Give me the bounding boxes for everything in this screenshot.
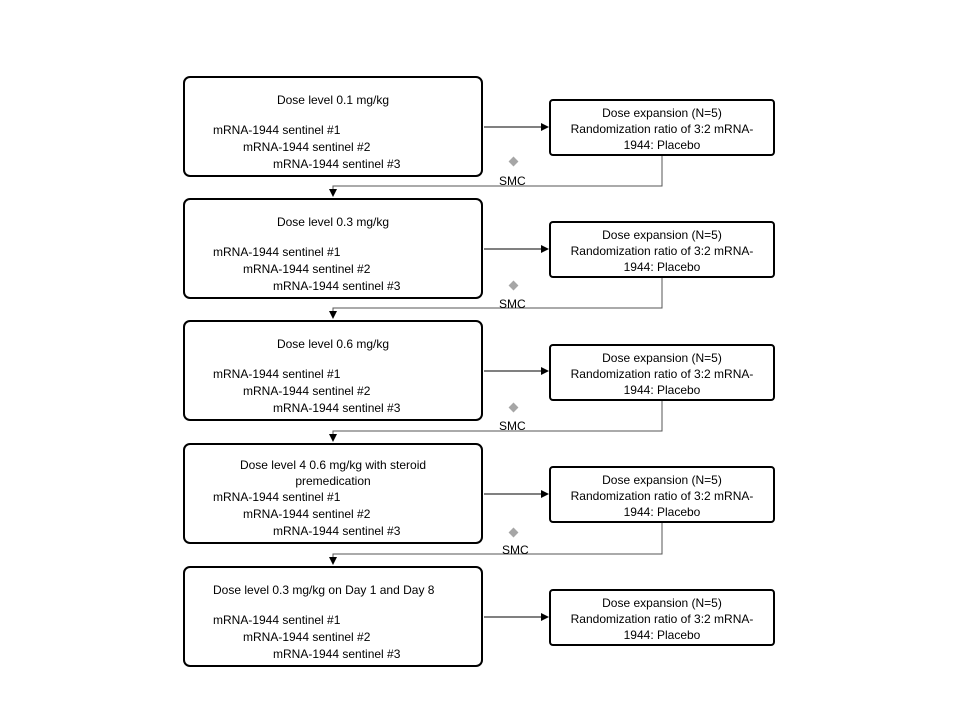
expansion-line-1: Dose expansion (N=5): [602, 351, 722, 365]
sentinel-3-label: mRNA-1944 sentinel #3: [273, 647, 401, 661]
connector-to-stage-5: [329, 523, 663, 565]
expansion-line-3: 1944: Placebo: [623, 260, 701, 274]
connector-to-stage-2: [329, 156, 663, 197]
dose-title-line-1: Dose level 4 0.6 mg/kg with steroid: [239, 458, 427, 472]
expansion-line-3: 1944: Placebo: [623, 628, 701, 642]
expansion-box-stage-3: Dose expansion (N=5) Randomization ratio…: [549, 344, 775, 401]
sentinel-3-label: mRNA-1944 sentinel #3: [273, 401, 401, 415]
expansion-line-2: Randomization ratio of 3:2 mRNA-: [570, 122, 754, 136]
dose-box-stage-5: Dose level 0.3 mg/kg on Day 1 and Day 8 …: [183, 566, 483, 667]
dose-box-stage-4: Dose level 4 0.6 mg/kg with steroid prem…: [183, 443, 483, 544]
expansion-box-stage-4: Dose expansion (N=5) Randomization ratio…: [549, 466, 775, 523]
expansion-line-2: Randomization ratio of 3:2 mRNA-: [570, 612, 754, 626]
sentinel-2-label: mRNA-1944 sentinel #2: [243, 262, 371, 276]
connector-to-stage-4: [329, 400, 663, 442]
expansion-line-3: 1944: Placebo: [623, 138, 701, 152]
dose-box-stage-2: Dose level 0.3 mg/kg mRNA-1944 sentinel …: [183, 198, 483, 299]
sentinel-1-label: mRNA-1944 sentinel #1: [213, 123, 341, 137]
dose-title: Dose level 0.6 mg/kg: [276, 337, 390, 351]
expansion-line-1: Dose expansion (N=5): [602, 106, 722, 120]
dose-box-stage-1: Dose level 0.1 mg/kg mRNA-1944 sentinel …: [183, 76, 483, 177]
expansion-line-2: Randomization ratio of 3:2 mRNA-: [570, 244, 754, 258]
smc-label-stage-3: SMC: [499, 419, 526, 433]
expansion-box-stage-2: Dose expansion (N=5) Randomization ratio…: [549, 221, 775, 278]
dose-title: Dose level 0.3 mg/kg on Day 1 and Day 8: [213, 583, 435, 597]
sentinel-2-label: mRNA-1944 sentinel #2: [243, 140, 371, 154]
expansion-line-3: 1944: Placebo: [623, 383, 701, 397]
expansion-line-1: Dose expansion (N=5): [602, 473, 722, 487]
smc-label-stage-2: SMC: [499, 297, 526, 311]
dose-box-stage-3: Dose level 0.6 mg/kg mRNA-1944 sentinel …: [183, 320, 483, 421]
expansion-box-stage-1: Dose expansion (N=5) Randomization ratio…: [549, 99, 775, 156]
dose-title-line-2: premedication: [295, 474, 371, 488]
connector-to-stage-3: [329, 278, 663, 319]
expansion-line-1: Dose expansion (N=5): [602, 596, 722, 610]
sentinel-3-label: mRNA-1944 sentinel #3: [273, 157, 401, 171]
dose-title: Dose level 0.3 mg/kg: [276, 215, 390, 229]
expansion-line-2: Randomization ratio of 3:2 mRNA-: [570, 367, 754, 381]
expansion-box-stage-5: Dose expansion (N=5) Randomization ratio…: [549, 589, 775, 646]
expansion-line-2: Randomization ratio of 3:2 mRNA-: [570, 489, 754, 503]
expansion-line-3: 1944: Placebo: [623, 505, 701, 519]
sentinel-1-label: mRNA-1944 sentinel #1: [213, 367, 341, 381]
sentinel-2-label: mRNA-1944 sentinel #2: [243, 384, 371, 398]
sentinel-3-label: mRNA-1944 sentinel #3: [273, 279, 401, 293]
sentinel-1-label: mRNA-1944 sentinel #1: [213, 613, 341, 627]
dose-title: Dose level 4 0.6 mg/kg with steroid prem…: [185, 457, 481, 489]
dose-title: Dose level 0.1 mg/kg: [276, 93, 390, 107]
sentinel-1-label: mRNA-1944 sentinel #1: [213, 245, 341, 259]
sentinel-2-label: mRNA-1944 sentinel #2: [243, 630, 371, 644]
sentinel-1-label: mRNA-1944 sentinel #1: [213, 490, 341, 504]
expansion-line-1: Dose expansion (N=5): [602, 228, 722, 242]
sentinel-2-label: mRNA-1944 sentinel #2: [243, 507, 371, 521]
sentinel-3-label: mRNA-1944 sentinel #3: [273, 524, 401, 538]
smc-label-stage-1: SMC: [499, 174, 526, 188]
smc-label-stage-4: SMC: [502, 543, 529, 557]
